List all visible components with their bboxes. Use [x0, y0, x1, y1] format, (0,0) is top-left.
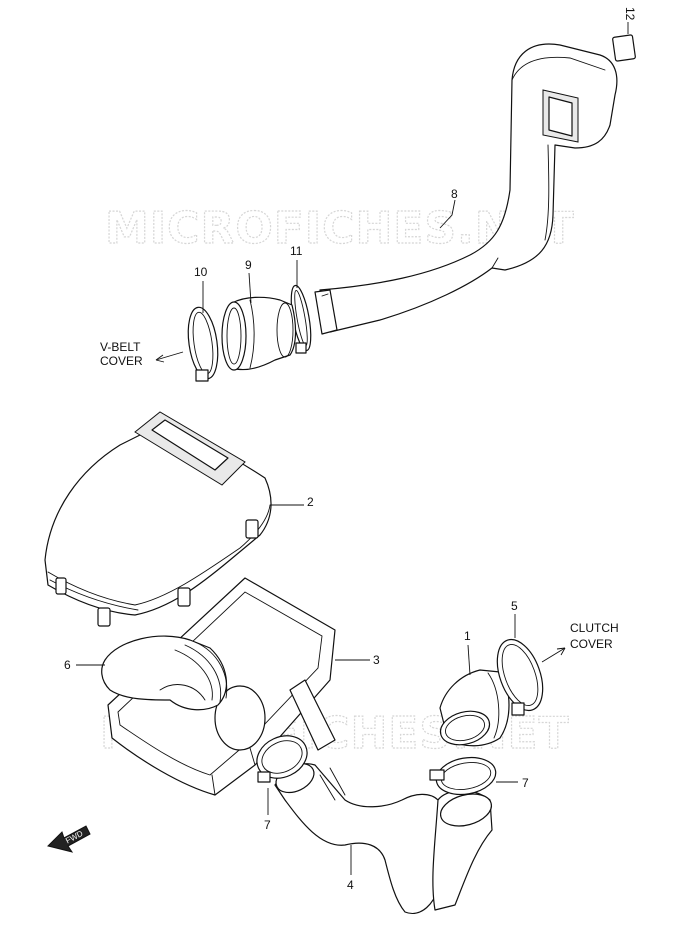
air-cleaner-cover-part-2: [44, 411, 272, 627]
callout-8: 8: [451, 187, 458, 201]
callout-1: 1: [464, 629, 471, 643]
clamp-part-5: [496, 638, 544, 716]
callout-4: 4: [347, 878, 354, 892]
clutch-cover-note: CLUTCH COVER: [541, 621, 619, 663]
vbelt-label-line2: COVER: [100, 354, 143, 368]
callout-3: 3: [373, 653, 380, 667]
cap-part-12: [612, 34, 636, 62]
clutch-label-line1: CLUTCH: [570, 621, 619, 635]
callout-12: 12: [623, 7, 637, 21]
clamp-part-10: [187, 306, 219, 382]
callout-11: 11: [290, 244, 303, 258]
callout-7-left: 7: [264, 818, 271, 832]
filter-element-part-6: [101, 635, 228, 711]
intake-duct-part-8: [314, 34, 636, 335]
forward-arrow-icon: FWD: [47, 825, 91, 853]
callout-6: 6: [64, 658, 71, 672]
callout-7-right: 7: [522, 776, 529, 790]
callout-9: 9: [245, 258, 252, 272]
lower-duct-part-4: [274, 762, 493, 914]
vbelt-cover-note: V-BELT COVER: [100, 340, 184, 368]
callout-2: 2: [307, 495, 314, 509]
vbelt-label-line1: V-BELT: [100, 340, 141, 354]
clamp-part-7-right: [429, 756, 497, 796]
connector-boot-part-9: [221, 296, 297, 371]
connector-tube-part-1: [439, 669, 510, 747]
clamp-part-11: [290, 284, 312, 354]
case-bracket: [289, 679, 336, 751]
callout-10: 10: [194, 265, 208, 279]
clutch-label-line2: COVER: [570, 637, 613, 651]
callout-5: 5: [511, 599, 518, 613]
clamp-part-7-left: [256, 735, 308, 783]
